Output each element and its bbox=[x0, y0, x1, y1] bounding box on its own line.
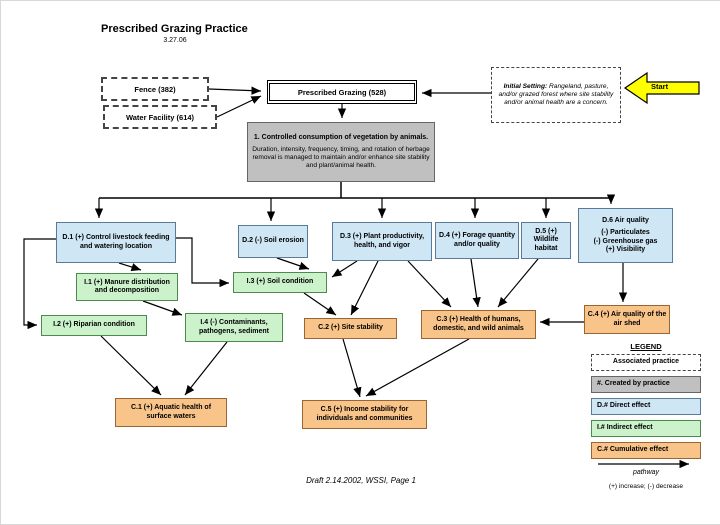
legend-title: LEGEND bbox=[630, 342, 662, 351]
legend-cumulative-effect: C.# Cumulative effect bbox=[591, 442, 701, 459]
node-c3-health-humans-animals: C.3 (+) Health of humans, domestic, and … bbox=[421, 310, 536, 339]
node-prescribed-grazing-label: Prescribed Grazing (528) bbox=[269, 83, 415, 101]
d6-particulates: (-) Particulates bbox=[601, 229, 650, 237]
legend-associated-practice: Associated practice bbox=[591, 354, 701, 371]
node-d2-soil-erosion: D.2 (-) Soil erosion bbox=[238, 225, 308, 258]
node-c5-income-stability: C.5 (+) Income stability for individuals… bbox=[302, 400, 427, 429]
node-d4-forage-quantity: D.4 (+) Forage quantity and/or quality bbox=[435, 222, 519, 259]
node-d5-wildlife-habitat: D.5 (+) Wildlife habitat bbox=[521, 222, 571, 259]
start-arrow-label: Start bbox=[651, 82, 669, 91]
node-i4-contaminants: I.4 (-) Contaminants, pathogens, sedimen… bbox=[185, 313, 283, 342]
node-fence-practice: Fence (382) bbox=[101, 77, 209, 101]
node-c1-aquatic-health: C.1 (+) Aquatic health of surface waters bbox=[115, 398, 227, 427]
node-c4-air-quality-airshed: C.4 (+) Air quality of the air shed bbox=[584, 305, 670, 334]
legend-direct-effect: D.# Direct effect bbox=[591, 398, 701, 415]
d6-greenhouse-gas: (-) Greenhouse gas bbox=[593, 237, 658, 245]
node-i3-soil-condition: I.3 (+) Soil condition bbox=[233, 272, 327, 293]
legend-increase-decrease-note: (+) increase; (-) decrease bbox=[608, 483, 684, 490]
legend-indirect-effect: I.# Indirect effect bbox=[591, 420, 701, 437]
legend-pathway-label: pathway bbox=[632, 469, 660, 476]
node-i2-riparian-condition: I.2 (+) Riparian condition bbox=[41, 315, 147, 336]
effect-1-body: Duration, intensity, frequency, timing, … bbox=[252, 145, 430, 169]
revision-date: 3.27.06 bbox=[163, 37, 187, 44]
node-d3-plant-productivity: D.3 (+) Plant productivity, health, and … bbox=[332, 222, 432, 261]
node-prescribed-grazing: Prescribed Grazing (528) bbox=[267, 80, 417, 104]
node-d6-air-quality: D.6 Air quality (-) Particulates (-) Gre… bbox=[578, 208, 673, 263]
effect-1-title: 1. Controlled consumption of vegetation … bbox=[253, 134, 429, 142]
node-water-facility-practice: Water Facility (614) bbox=[103, 105, 217, 129]
d6-visibility: (+) Visibility bbox=[605, 245, 646, 253]
footer-draft-note: Draft 2.14.2002, WSSI, Page 1 bbox=[306, 476, 416, 485]
node-i1-manure-distribution: I.1 (+) Manure distribution and decompos… bbox=[76, 273, 178, 301]
legend-created-by-practice: #. Created by practice bbox=[591, 376, 701, 393]
node-d1-control-livestock: D.1 (+) Control livestock feeding and wa… bbox=[56, 222, 176, 263]
initial-setting-text: Initial Setting: Rangeland, pasture, and… bbox=[498, 83, 614, 106]
node-c2-site-stability: C.2 (+) Site stability bbox=[304, 318, 397, 339]
page-title: Prescribed Grazing Practice bbox=[101, 23, 248, 35]
d6-title: D.6 Air quality bbox=[602, 216, 649, 224]
node-initial-setting: Initial Setting: Rangeland, pasture, and… bbox=[491, 67, 621, 123]
node-effect-1-created-by-practice: 1. Controlled consumption of vegetation … bbox=[247, 122, 435, 182]
